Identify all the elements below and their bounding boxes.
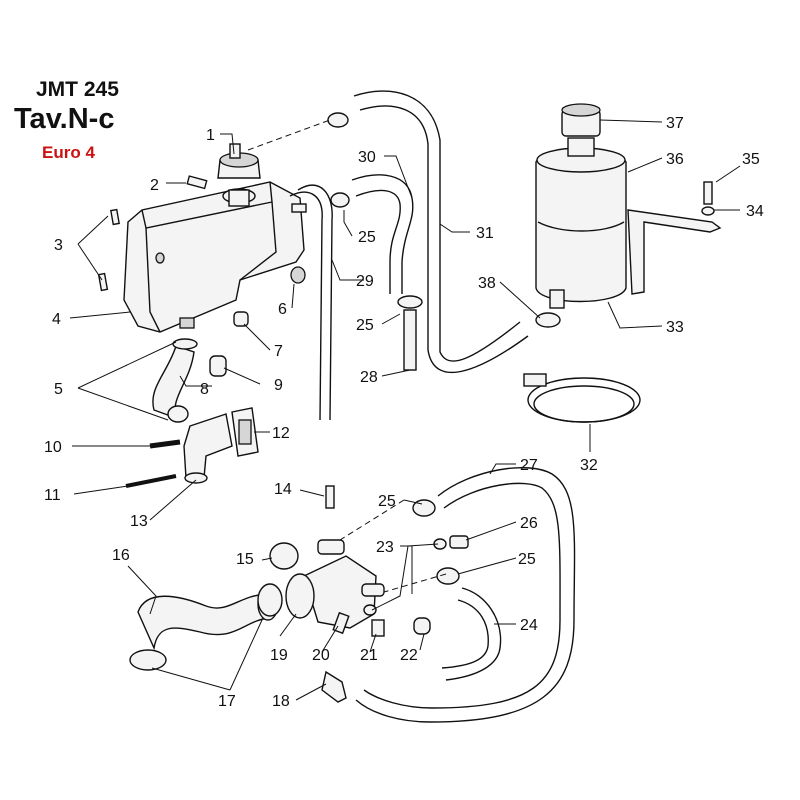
plug-26	[449, 535, 469, 549]
leader-lines	[69, 119, 741, 701]
callout-13: 13	[130, 513, 148, 530]
bushing-9	[209, 355, 227, 377]
sensor-14	[325, 485, 335, 509]
reservoir	[535, 137, 627, 309]
clamp-17-right	[257, 583, 283, 617]
callout-10: 10	[44, 439, 62, 456]
callout-25-mid: 25	[356, 317, 374, 334]
hose-29-right	[297, 184, 333, 421]
callout-26: 26	[520, 515, 538, 532]
hose-29-left	[289, 191, 323, 421]
callout-31: 31	[476, 225, 494, 242]
callout-5: 5	[54, 381, 63, 398]
tank-cap	[217, 143, 261, 179]
callout-23: 23	[376, 539, 394, 556]
bolt-35	[703, 181, 713, 205]
callout-12: 12	[272, 425, 290, 442]
fitting-18	[321, 670, 347, 703]
callout-36: 36	[666, 151, 684, 168]
callout-2: 2	[150, 177, 159, 194]
callout-22: 22	[400, 647, 418, 664]
band-clamp	[523, 373, 547, 387]
callout-28: 28	[360, 369, 378, 386]
callout-24: 24	[520, 617, 538, 634]
mounting-band-inner	[533, 385, 635, 423]
callout-1: 1	[206, 127, 215, 144]
callout-25-upper: 25	[358, 229, 376, 246]
grommet-6	[290, 266, 306, 284]
tank-outlet-hose	[152, 338, 198, 423]
callout-32: 32	[580, 457, 598, 474]
bolt-10	[149, 439, 181, 449]
plug-22	[413, 617, 431, 635]
callout-34: 34	[746, 203, 764, 220]
callout-6: 6	[278, 301, 287, 318]
callout-4: 4	[52, 311, 61, 328]
hose-27-outer	[355, 467, 576, 723]
callout-30: 30	[358, 149, 376, 166]
callout-35: 35	[742, 151, 760, 168]
washer-23b	[363, 604, 377, 616]
sensor-21	[371, 619, 385, 637]
callout-16: 16	[112, 547, 130, 564]
clamp-17-left	[129, 649, 167, 671]
callout-9: 9	[274, 377, 283, 394]
hose-24-outer	[445, 587, 502, 681]
hose-24-inner	[441, 599, 489, 669]
bolt-11	[125, 474, 177, 488]
callout-15: 15	[236, 551, 254, 568]
callout-14: 14	[274, 481, 292, 498]
callout-19: 19	[270, 647, 288, 664]
callout-21: 21	[360, 647, 378, 664]
callout-27: 27	[520, 457, 538, 474]
emission-label: Euro 4	[42, 143, 95, 162]
o-ring-15	[269, 542, 299, 570]
hose-27-inner	[363, 482, 561, 709]
diagram-header: JMT 245 Tav.N-c Euro 4	[14, 78, 119, 162]
callout-17: 17	[218, 693, 236, 710]
callout-labels: 1 2 3 4 5 6 7 8 9 10 11 12 13 14 15 16 1…	[44, 115, 764, 710]
lower-hose	[137, 587, 279, 651]
clamp-upper-a	[327, 112, 349, 128]
hose-31-outer	[353, 90, 521, 362]
clamp-upper-b	[330, 192, 350, 208]
callout-25-lower-b: 25	[518, 551, 536, 568]
callout-37: 37	[666, 115, 684, 132]
outlet-fitting	[183, 413, 233, 484]
table-label: Tav.N-c	[14, 103, 114, 135]
callout-7: 7	[274, 343, 283, 360]
expansion-tank	[123, 181, 307, 333]
reservoir-cap	[561, 103, 601, 137]
callout-3: 3	[54, 237, 63, 254]
callout-25-lower-a: 25	[378, 493, 396, 510]
callout-33: 33	[666, 319, 684, 336]
bracket-33	[627, 209, 722, 295]
callout-11: 11	[44, 487, 61, 504]
callout-20: 20	[312, 647, 330, 664]
clamp-25-mid	[397, 295, 423, 309]
pipe-28	[403, 309, 417, 371]
bushing-7	[233, 311, 249, 327]
thermostat-housing	[285, 539, 385, 629]
callout-38: 38	[478, 275, 496, 292]
model-label: JMT 245	[36, 78, 119, 101]
callout-29: 29	[356, 273, 374, 290]
clamp-38	[535, 312, 561, 328]
tank-screw	[186, 175, 208, 190]
hose-31-inner	[359, 105, 529, 374]
callout-8: 8	[200, 381, 209, 398]
washer-34	[701, 206, 715, 216]
clamp-lower-a	[412, 499, 436, 517]
callout-18: 18	[272, 693, 290, 710]
clamp-lower-b	[436, 567, 460, 585]
gasket	[231, 407, 259, 457]
hose-30-right	[355, 189, 401, 294]
